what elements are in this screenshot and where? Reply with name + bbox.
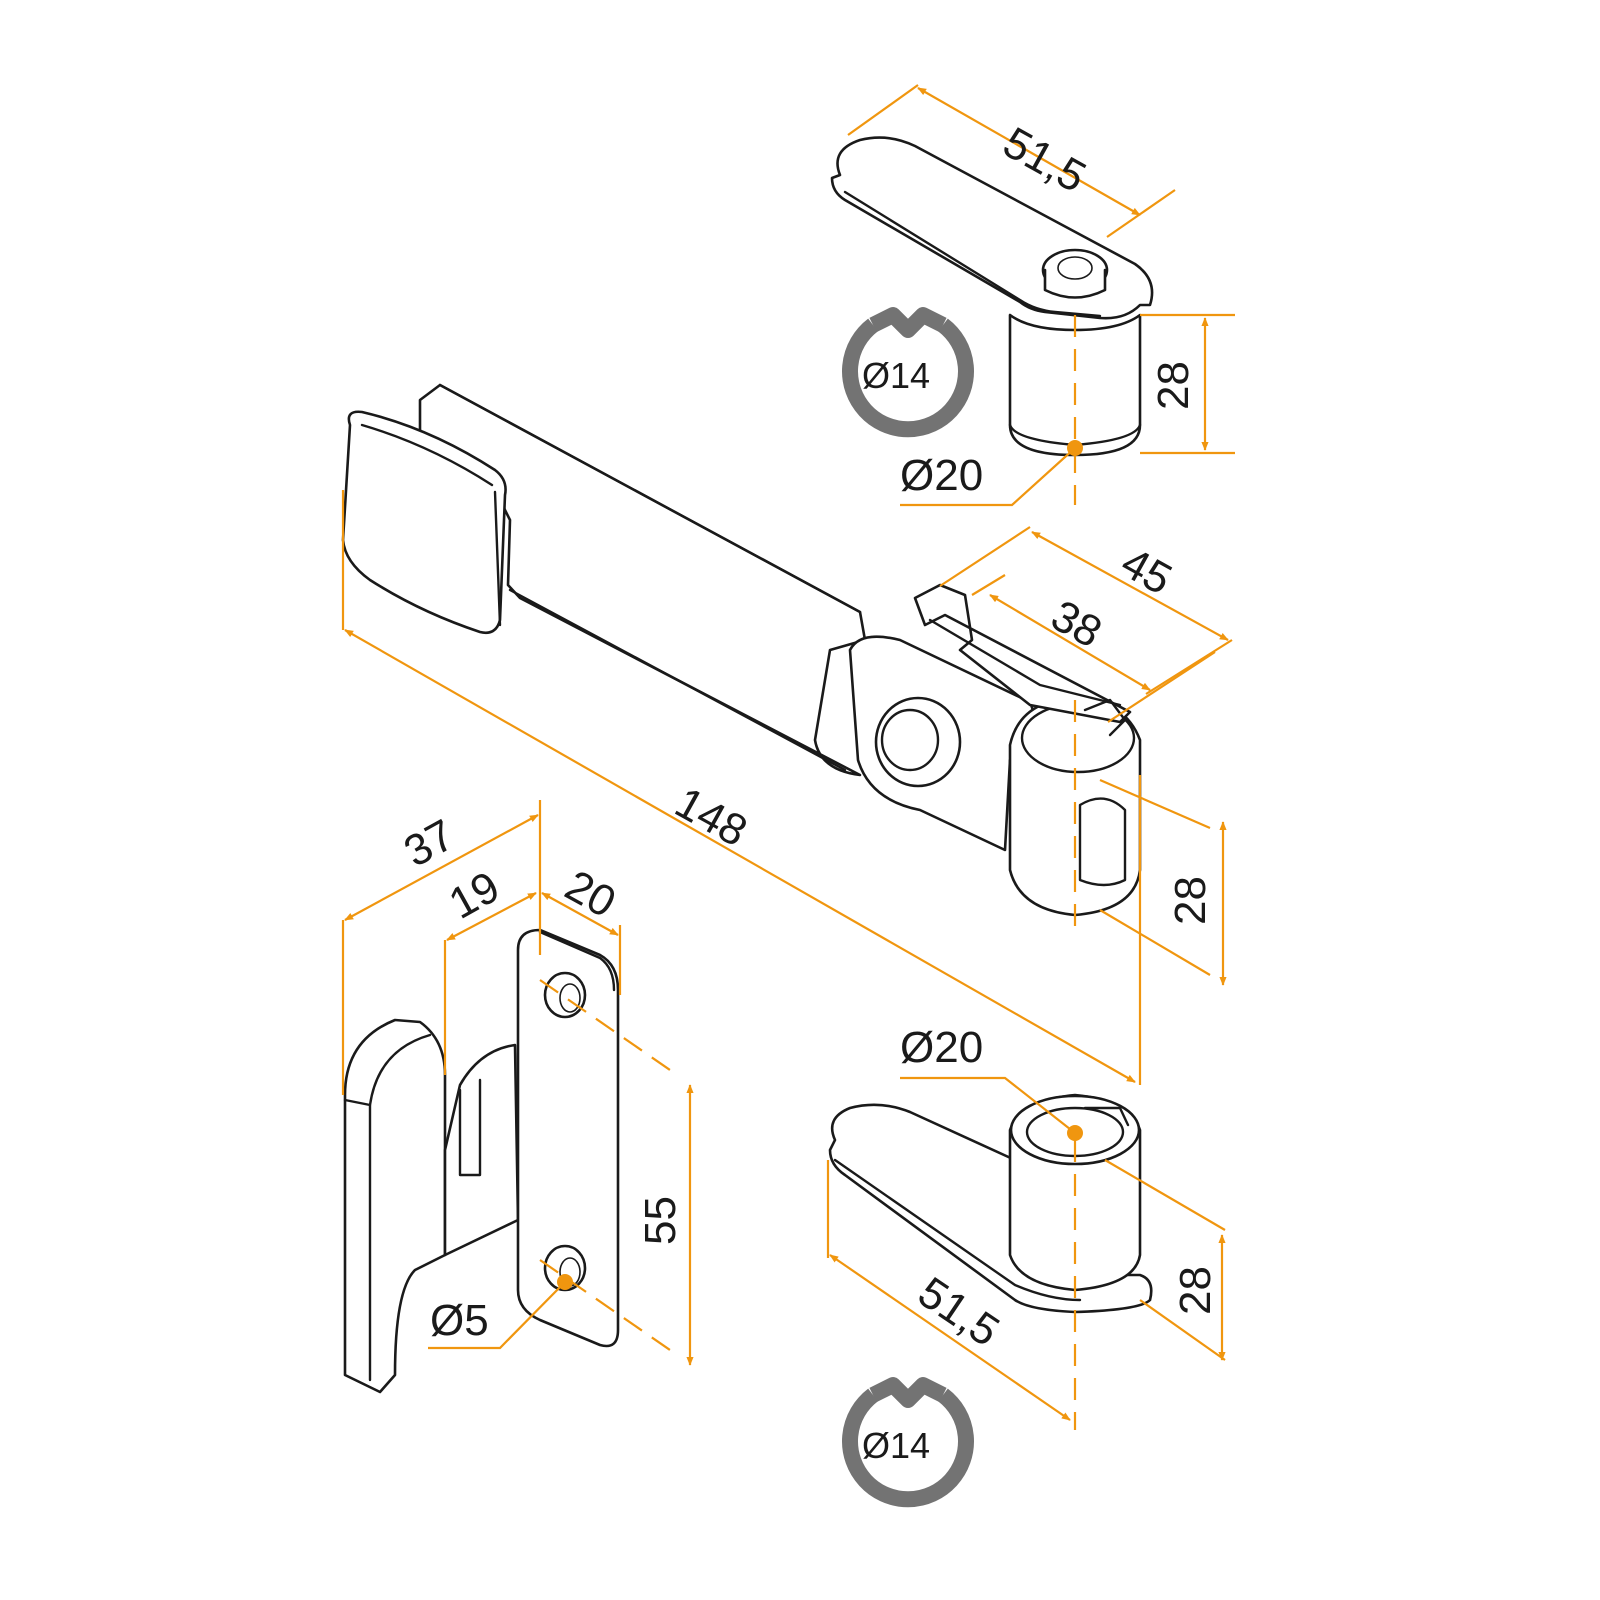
label-keeper-hole-spacing: 55 (636, 1196, 685, 1245)
label-top-pin-height: 28 (1149, 361, 1198, 410)
label-bottom-profile: Ø14 (862, 1425, 930, 1466)
label-keeper-offset: 19 (441, 862, 508, 929)
bottom-hinge-arm (828, 1093, 1153, 1314)
top-hinge-arm (830, 136, 1154, 457)
top-profile-symbol (842, 307, 974, 438)
label-keeper-hole-diameter: Ø5 (430, 1296, 489, 1345)
label-top-profile: Ø14 (862, 355, 930, 396)
label-keeper-depth: 37 (396, 810, 463, 877)
label-hasp-knuckle-height: 28 (1166, 876, 1215, 925)
dimension-lines (341, 84, 1235, 1430)
label-hasp-length: 148 (667, 778, 755, 856)
label-bottom-pin-height: 28 (1171, 1266, 1220, 1315)
label-top-arm-length: 51,5 (995, 118, 1094, 202)
label-hasp-outer-width: 45 (1113, 538, 1180, 605)
label-keeper-plate-width: 20 (557, 861, 624, 928)
label-hasp-inner-width: 38 (1043, 591, 1110, 658)
label-bottom-pin-diameter: Ø20 (900, 1023, 983, 1072)
bottom-profile-symbol (842, 1377, 974, 1508)
label-top-pin-diameter: Ø20 (900, 451, 983, 500)
